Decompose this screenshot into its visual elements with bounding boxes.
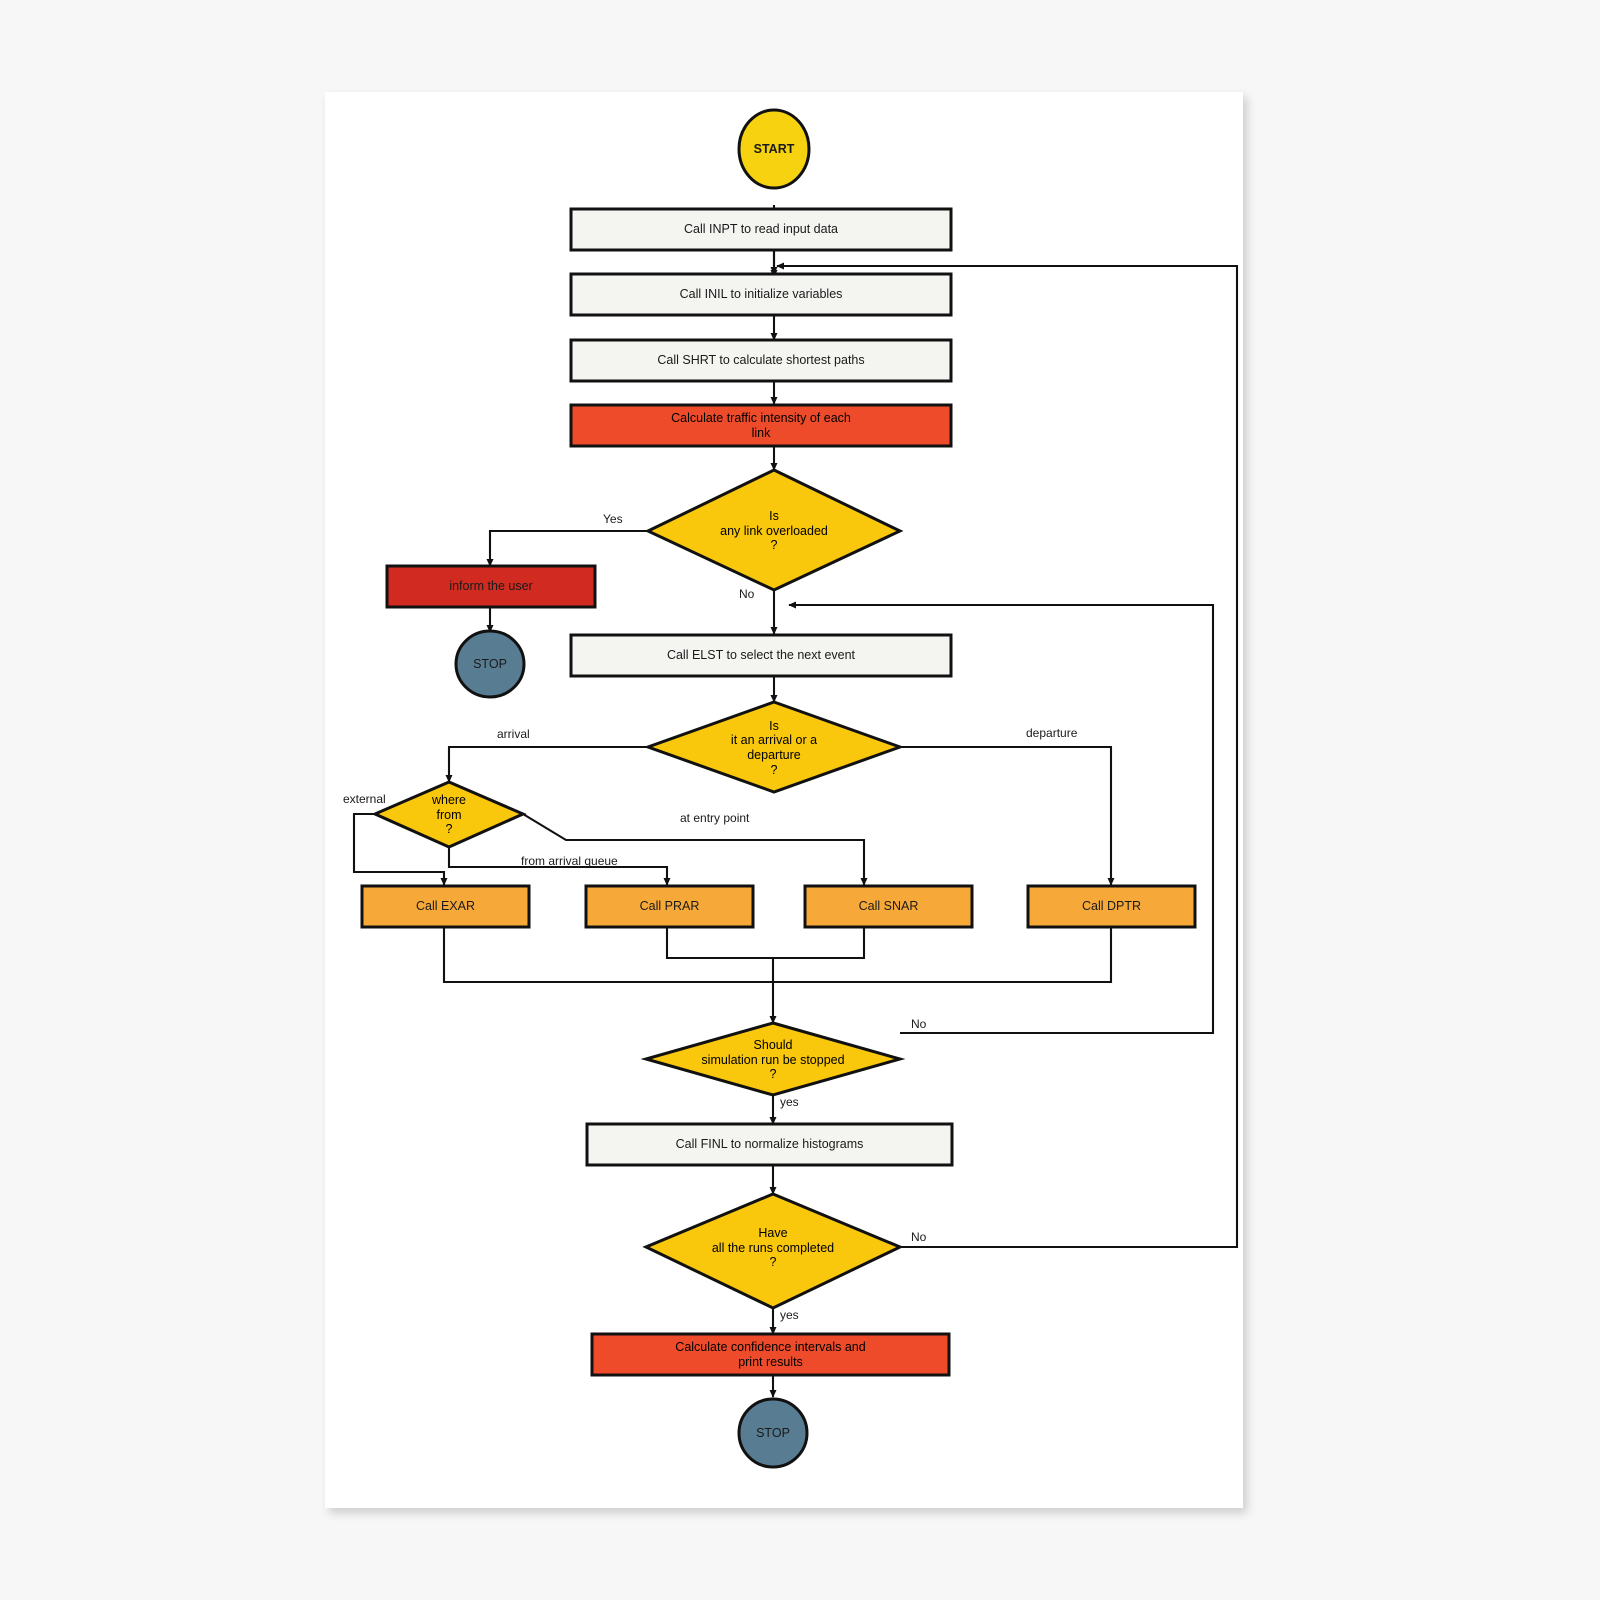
node-inil[interactable]: [569, 272, 953, 317]
node-where-from-decision[interactable]: [371, 780, 527, 849]
node-overloaded-label: Is any link overloaded ?: [674, 506, 874, 556]
node-shouldstop-line2: simulation run be stopped: [701, 1052, 845, 1067]
node-confidence-line1: Calculate confidence intervals and: [675, 1339, 866, 1354]
node-shrt[interactable]: [569, 338, 953, 383]
node-wherefrom-line2: from: [436, 807, 462, 822]
node-runs-completed-label: Have all the runs completed ?: [673, 1223, 873, 1273]
node-runsdone-line2: all the runs completed: [711, 1240, 835, 1255]
edge-label-external: external: [343, 792, 386, 806]
edge-label-departure: departure: [1026, 726, 1078, 740]
node-runsdone-line1: Have: [758, 1225, 788, 1240]
node-dptr[interactable]: [1026, 884, 1197, 929]
node-snar[interactable]: [803, 884, 974, 929]
edge-arrdep-arrival-to-wherefrom: [445, 745, 648, 783]
node-arrdep-line4: ?: [770, 762, 778, 777]
flowchart-page: START Call INPT to read input data Call …: [325, 92, 1243, 1508]
node-stop-bottom[interactable]: [737, 1397, 809, 1469]
node-overloaded-line1: Is: [769, 508, 779, 523]
node-arrdep-line2: it an arrival or a: [730, 733, 818, 748]
node-confidence[interactable]: [590, 1332, 951, 1377]
edge-label-yes-runs-done: yes: [780, 1308, 799, 1322]
edge-runsdone-no-loop: [776, 262, 1239, 1249]
edge-wherefrom-queue-to-prar: [447, 847, 671, 886]
node-start[interactable]: [737, 108, 811, 190]
node-exar[interactable]: [360, 884, 531, 929]
node-finl[interactable]: [585, 1122, 954, 1167]
node-traffic-line2: link: [751, 425, 771, 440]
node-shouldstop-line1: Should: [753, 1037, 793, 1052]
node-traffic-label: Calculate traffic intensity of each link: [571, 405, 951, 446]
node-should-stop-decision[interactable]: [640, 1021, 906, 1097]
node-arrdep-line3: departure: [747, 748, 801, 762]
edge-label-no-overloaded: No: [739, 587, 755, 601]
edge-wherefrom-entry-to-snar: [522, 813, 868, 886]
node-where-from-label: where from ?: [399, 792, 499, 838]
node-overloaded-line2: any link overloaded: [720, 523, 828, 538]
edge-overloaded-yes-to-inform: [486, 529, 648, 567]
flowchart-vector-layer: [352, 108, 1239, 1469]
node-wherefrom-line3: ?: [445, 822, 453, 837]
edge-wherefrom-external-to-exar: [352, 812, 448, 886]
node-arrival-departure-label: Is it an arrival or a departure ?: [674, 717, 874, 779]
edge-label-from-arrival-queue: from arrival queue: [521, 854, 618, 868]
node-runs-completed-decision[interactable]: [642, 1192, 904, 1310]
edge-label-at-entry-point: at entry point: [680, 811, 750, 825]
node-shouldstop-line3: ?: [769, 1067, 777, 1082]
edge-label-no-runs-done: No: [911, 1230, 927, 1244]
node-inform-user[interactable]: [385, 564, 597, 609]
node-arrdep-line1: Is: [769, 718, 779, 733]
edge-shouldstop-no-loop: [788, 601, 1215, 1035]
edge-prar-merge: [665, 927, 773, 960]
node-should-stop-label: Should simulation run be stopped ?: [673, 1035, 873, 1085]
edge-dptr-merge: [773, 927, 1113, 984]
edge-label-arrival: arrival: [497, 727, 530, 741]
edge-snar-merge: [773, 927, 866, 960]
node-elst[interactable]: [569, 633, 953, 678]
node-inpt[interactable]: [569, 207, 953, 252]
flowchart-canvas: START Call INPT to read input data Call …: [325, 92, 1243, 1508]
node-confidence-label: Calculate confidence intervals and print…: [592, 1334, 949, 1375]
edge-label-yes-overloaded: Yes: [603, 512, 623, 526]
node-runsdone-line3: ?: [769, 1255, 777, 1270]
node-traffic-line1: Calculate traffic intensity of each: [671, 410, 851, 425]
node-prar[interactable]: [584, 884, 755, 929]
node-overloaded-line3: ?: [770, 538, 778, 553]
node-stop-top[interactable]: [454, 629, 526, 699]
node-arrival-departure-decision[interactable]: [643, 700, 905, 794]
edge-label-yes-should-stop: yes: [780, 1095, 799, 1109]
node-wherefrom-line1: where: [431, 792, 467, 807]
node-overloaded-decision[interactable]: [644, 468, 904, 592]
edge-label-no-should-stop: No: [911, 1017, 927, 1031]
node-confidence-line2: print results: [738, 1354, 803, 1369]
edge-exar-merge: [442, 927, 773, 984]
edge-arrdep-departure-to-dptr: [900, 745, 1115, 886]
node-traffic[interactable]: [569, 403, 953, 448]
